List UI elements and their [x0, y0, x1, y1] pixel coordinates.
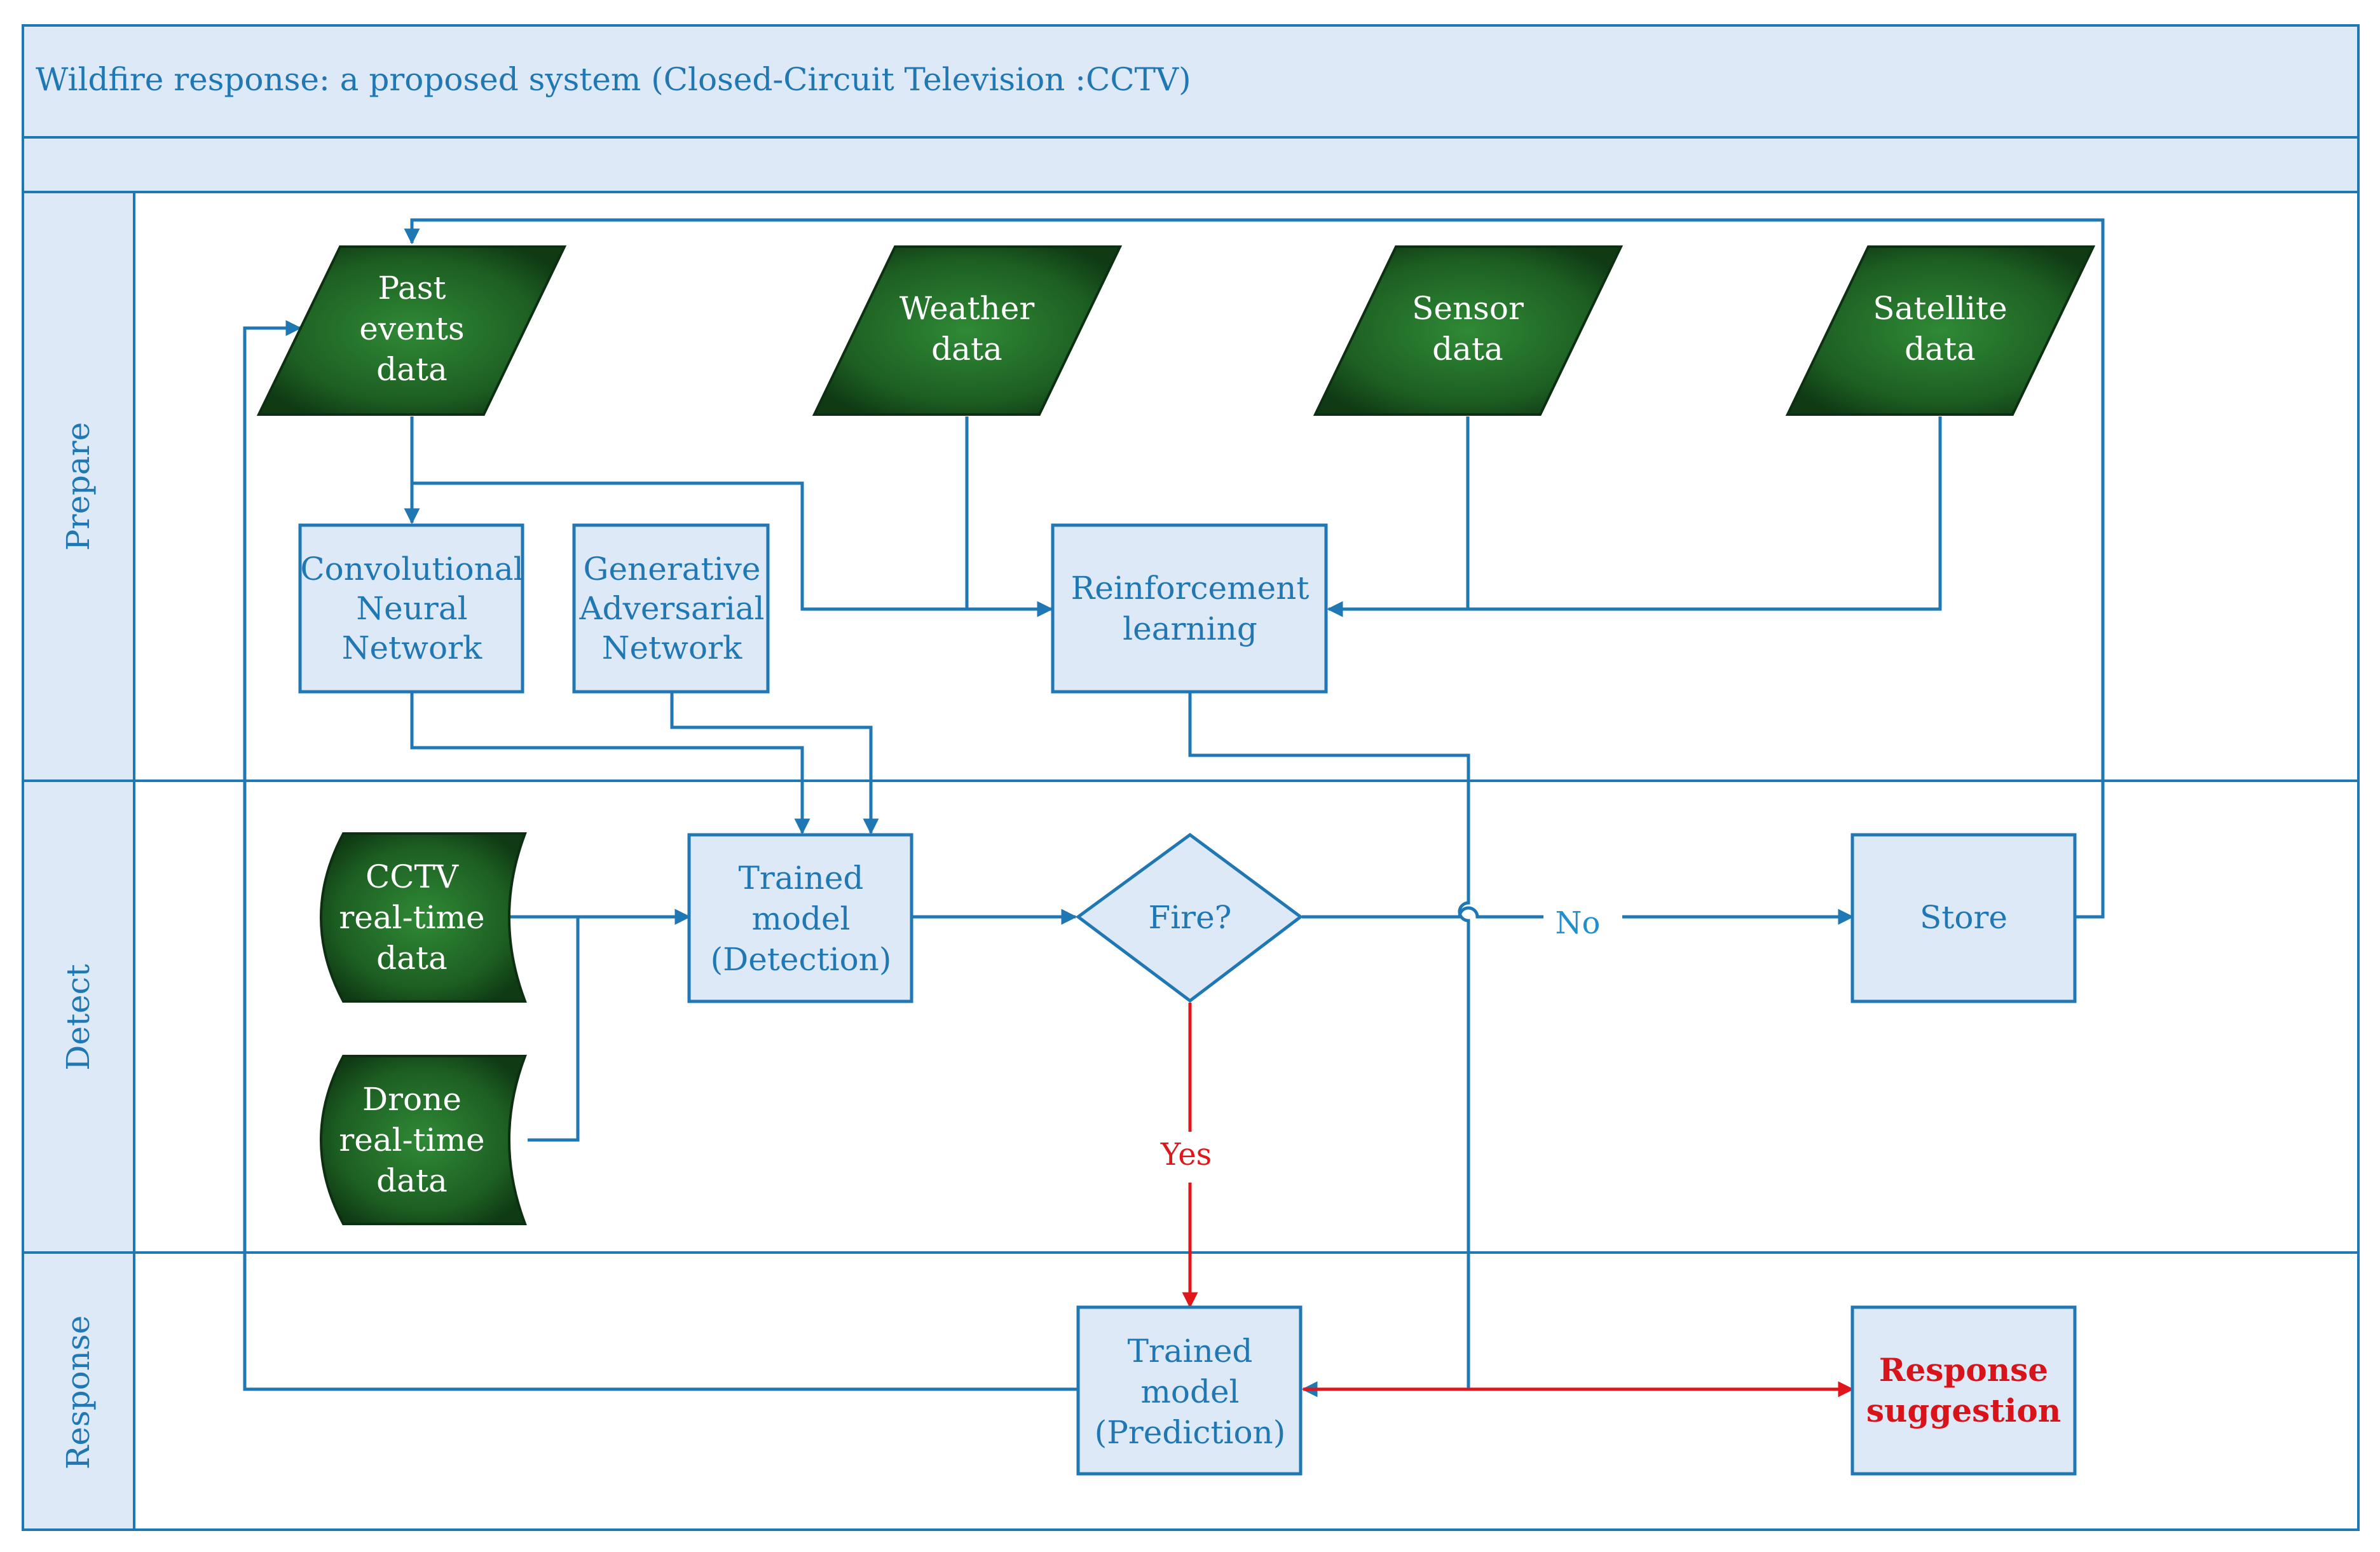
edge-prediction-to-past	[243, 320, 1078, 1391]
lane-label-response-cell	[22, 1251, 135, 1531]
lane-label-prepare-cell	[22, 191, 135, 782]
edge-fire-to-store-a	[1302, 906, 1543, 919]
header-spacer	[22, 136, 2360, 193]
svg-text:Fire?: Fire?	[1149, 899, 1232, 936]
node-store: Store	[1850, 833, 2077, 1003]
title-bar	[22, 24, 2360, 139]
lane-label-detect: Detect	[60, 964, 97, 1070]
edge-cnn-to-detection	[410, 693, 810, 835]
edge-drone-to-detection	[528, 909, 691, 1142]
lane-label-prepare: Prepare	[60, 422, 97, 551]
edge-past-to-rl	[412, 481, 1053, 617]
edge-satellite-to-rl	[1327, 416, 1942, 617]
diagram-title: Wildfire response: a proposed system (Cl…	[36, 61, 1191, 98]
lane-label-response: Response	[60, 1315, 97, 1469]
edge-label-no: No	[1556, 905, 1601, 941]
edge-label-yes: Yes	[1160, 1137, 1212, 1172]
edge-store-to-past	[404, 218, 2105, 919]
edge-rl-to-prediction	[1188, 693, 1470, 1397]
edge-weather-to-rl	[965, 416, 1053, 617]
node-fire-decision: Fire?	[1075, 832, 1304, 1003]
svg-text:Store: Store	[1920, 899, 2007, 936]
lane-label-detect-cell	[22, 779, 135, 1254]
edge-gan-to-detection	[670, 693, 879, 835]
